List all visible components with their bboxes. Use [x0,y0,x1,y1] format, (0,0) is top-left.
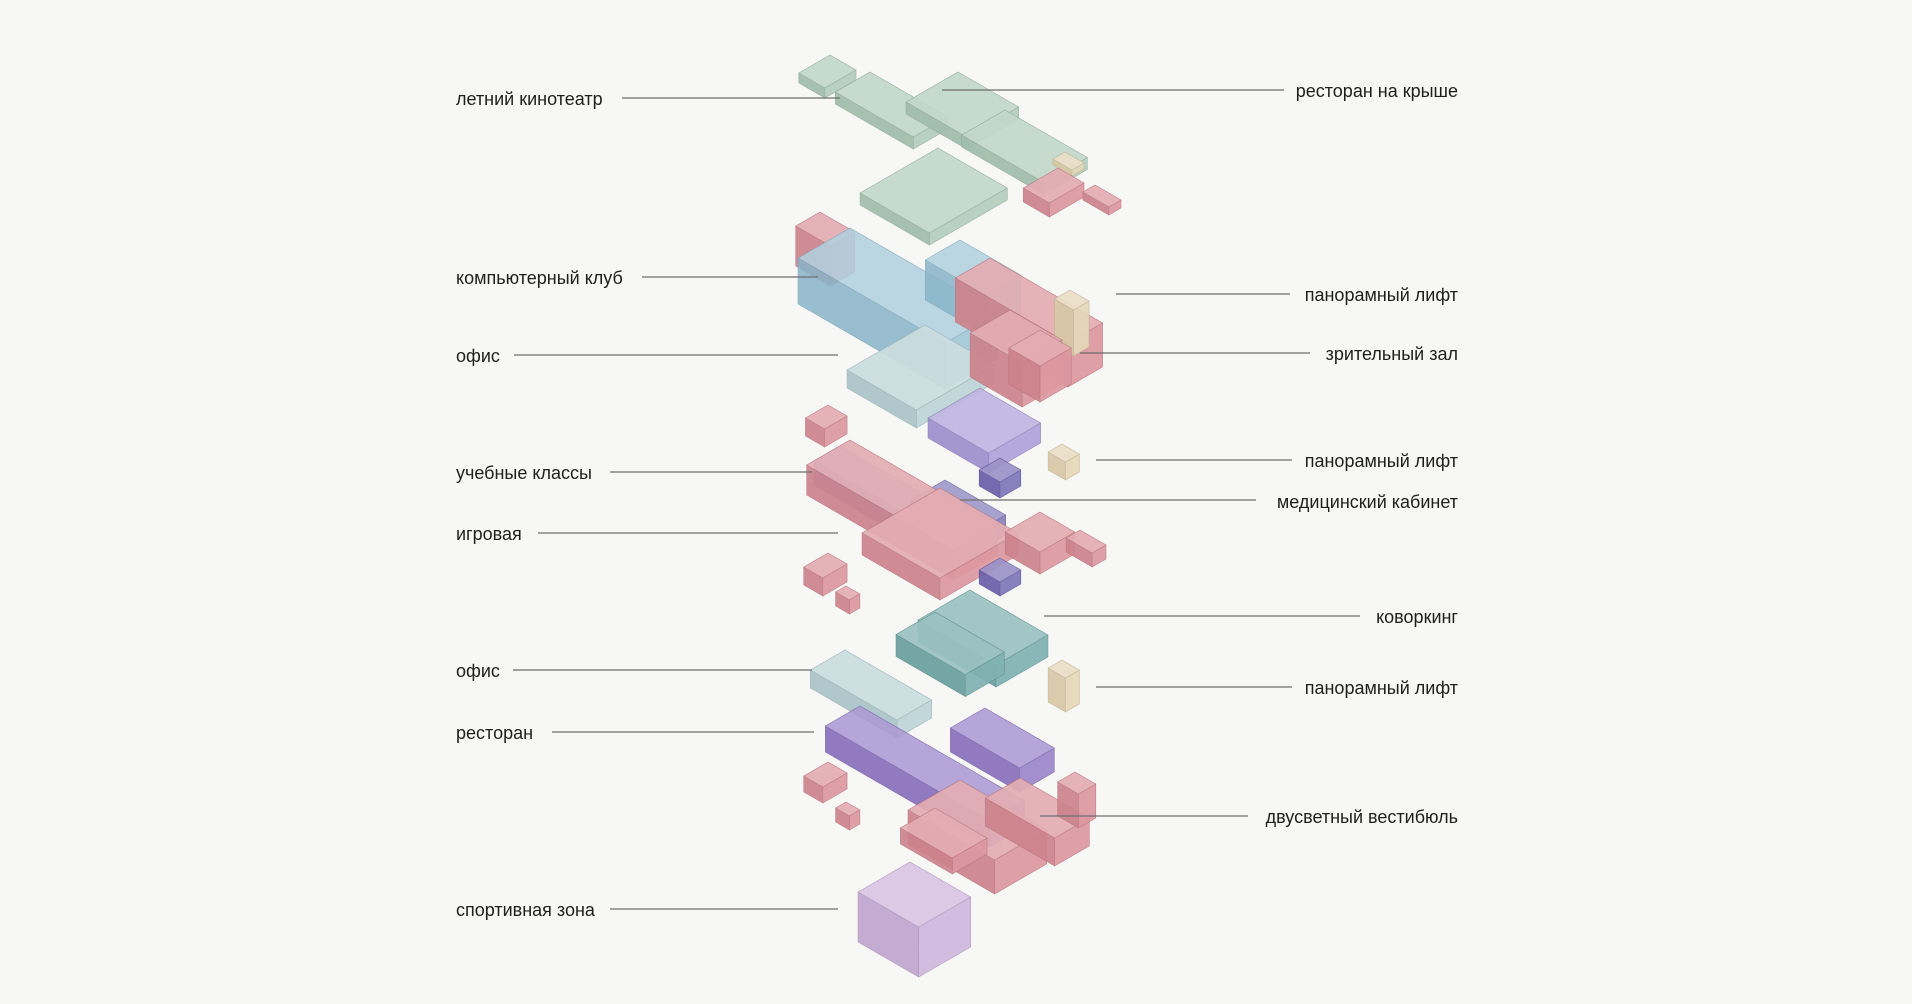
lift-3-top-face [1047,659,1080,679]
auditorium-volume-2-top-face [1008,329,1072,367]
playroom-slab-top-face [861,487,1019,579]
label-double-height-lobby: двусветный вестибюль [1266,807,1458,827]
office-upper-slab [846,324,995,429]
leader-lines [513,89,1360,910]
coworking-volume-2 [895,611,1005,698]
label-restaurant: ресторан [456,723,533,743]
lobby-lift [1057,771,1097,829]
lift-1-right-face [1073,300,1090,357]
lift-1-top-face [1053,289,1090,311]
pink-small-a-top-face [804,404,848,430]
playroom-tail [1004,511,1076,575]
roof-slab-a-top-face [798,54,857,89]
label-panoramic-lift-1: панорамный лифт [1305,285,1458,305]
medical-small-top-face [978,457,1022,483]
lobby-tail-top-face [899,807,988,859]
pink-small-c-top-face [835,585,861,601]
pink-small-d-top-face [803,761,848,788]
roof-lift-top-face [1052,151,1085,171]
label-sports-zone: спортивная зона [456,900,596,920]
label-summer-cinema: летний кинотеатр [456,89,603,109]
pink-small-e [835,801,861,831]
label-panoramic-lift-2: панорамный лифт [1305,451,1458,471]
label-coworking: коворкинг [1376,607,1458,627]
label-medical-office: медицинский кабинет [1277,492,1458,512]
auditorium-volume-2 [1008,329,1072,403]
label-office-lower: офис [456,661,500,681]
lobby-tail [899,807,988,875]
pink-small-b-top-face [803,552,848,579]
lift-3 [1047,659,1080,713]
label-playroom: игровая [456,524,522,544]
roof-slab-e [859,147,1008,246]
roof-slab-e-top-face [859,147,1008,234]
lift-2-top-face [1047,443,1080,463]
label-rooftop-restaurant: ресторан на крыше [1296,81,1458,101]
lavender-slab-top-face [927,387,1042,454]
playroom-small-top-face [1065,529,1107,554]
building-volumes [795,54,1122,978]
playroom-small [1065,529,1107,568]
roof-core-b [1082,184,1122,216]
roof-slab-a [798,54,857,99]
pink-small-c [835,585,861,615]
pink-small-e-top-face [835,801,861,817]
medical-small [978,457,1022,499]
lobby-volume [984,777,1090,867]
medical-small-2-top-face [978,557,1022,583]
roof-core-a [1022,167,1085,218]
roof-lift [1052,151,1085,177]
label-panoramic-lift-3: панорамный лифт [1305,678,1458,698]
restaurant-volume-2-top-face [949,707,1055,769]
lift-2 [1047,443,1080,481]
pink-small-a [804,404,848,448]
roof-core-b-top-face [1082,184,1122,208]
restaurant-volume-2 [949,707,1055,793]
sports-volume [857,861,972,978]
roof-core-a-top-face [1022,167,1085,204]
office-lower-slab-top-face [809,649,933,721]
pink-small-b [803,552,848,597]
labels: летний кинотеатр ресторан на крыше компь… [456,81,1458,920]
label-classrooms: учебные классы [456,463,592,483]
pink-small-d [803,761,848,804]
playroom-tail-top-face [1004,511,1076,553]
playroom-slab [861,487,1019,601]
sports-volume-top-face [857,861,972,928]
label-auditorium: зрительный зал [1326,344,1458,364]
label-computer-club: компьютерный клуб [456,268,623,288]
medical-small-2 [978,557,1022,597]
label-office-upper: офис [456,346,500,366]
lobby-lift-top-face [1057,771,1097,795]
coworking-volume-2-top-face [895,611,1005,675]
